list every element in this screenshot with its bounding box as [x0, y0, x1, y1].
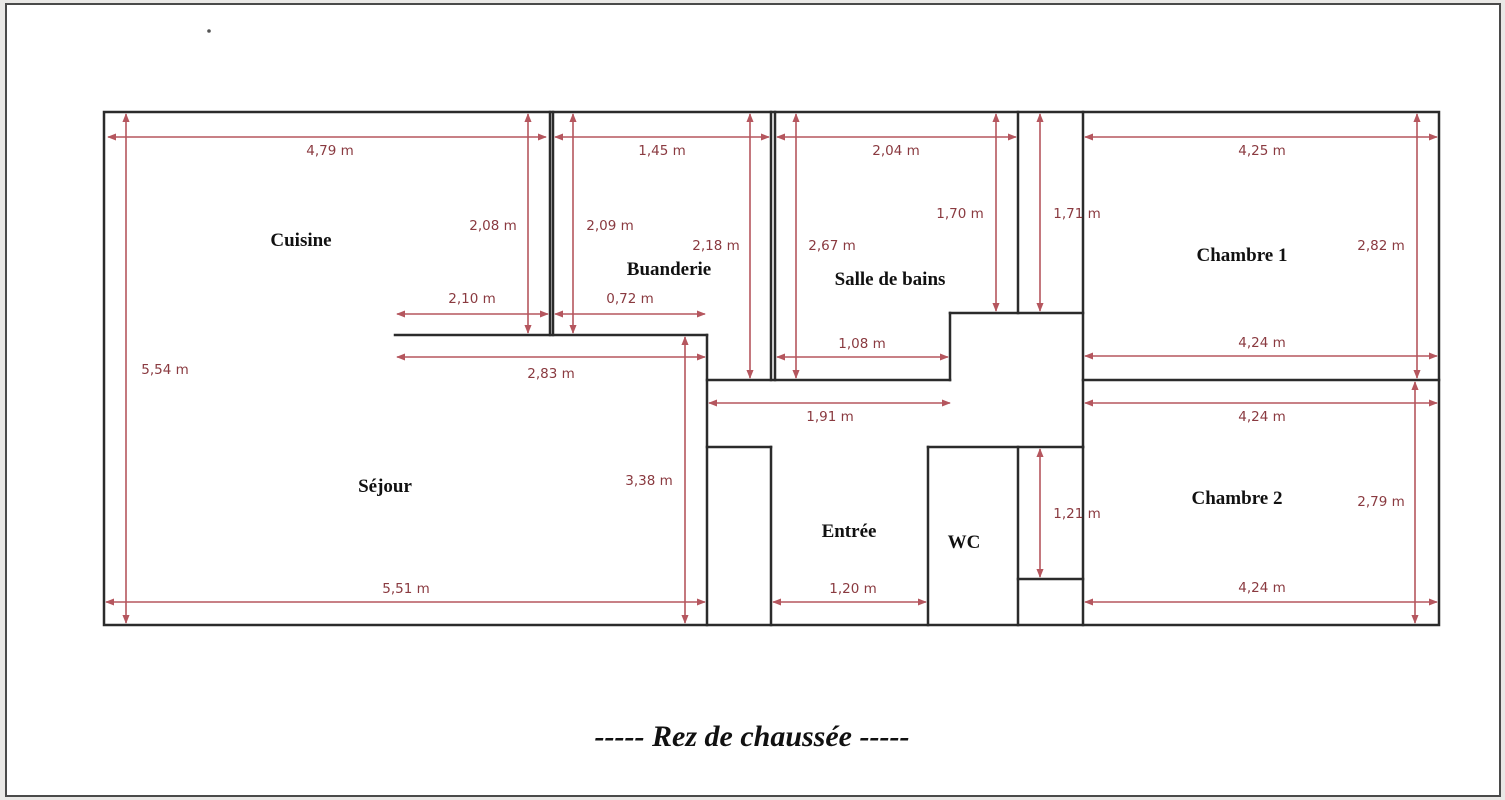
room-label-chambre1: Chambre 1: [1197, 245, 1288, 266]
dim-label-sejour-right: 3,38 m: [625, 473, 673, 489]
dim-label-entree-width: 1,20 m: [829, 581, 877, 597]
floor-caption: ----- Rez de chaussée -----: [595, 720, 910, 753]
room-label-chambre2: Chambre 2: [1192, 488, 1283, 509]
dim-label-sejour-top: 2,83 m: [527, 366, 575, 382]
dim-label-cuisine-depth: 2,08 m: [469, 218, 517, 234]
dim-label-chambre1-depth: 2,82 m: [1357, 238, 1405, 254]
room-label-cuisine: Cuisine: [270, 230, 331, 251]
dim-label-buanderie-depth2: 2,18 m: [692, 238, 740, 254]
room-label-wc: WC: [948, 532, 981, 553]
dim-label-sdb-width: 2,04 m: [872, 143, 920, 159]
room-labels: Cuisine Buanderie Salle de bains Chambre…: [270, 230, 1287, 553]
dim-label-sdb-depth-right: 1,70 m: [936, 206, 984, 222]
room-label-salle-de-bains: Salle de bains: [835, 269, 946, 290]
dim-label-chambre1-bottom: 4,24 m: [1238, 335, 1286, 351]
dim-label-cuisine-opening: 2,10 m: [448, 291, 496, 307]
dim-label-hall-width: 1,91 m: [806, 409, 854, 425]
dim-label-buanderie-depth: 2,09 m: [586, 218, 634, 234]
room-label-entree: Entrée: [822, 521, 877, 542]
paper-speck: [207, 29, 211, 33]
dim-label-cuisine-width: 4,79 m: [306, 143, 354, 159]
walls: [102, 110, 1441, 627]
dim-label-corridor-top: 1,71 m: [1053, 206, 1101, 222]
paper-frame: [5, 3, 1501, 797]
dimension-lines: [105, 113, 1438, 624]
dim-label-chambre2-top: 4,24 m: [1238, 409, 1286, 425]
dim-label-buanderie-opening: 0,72 m: [606, 291, 654, 307]
room-label-buanderie: Buanderie: [627, 259, 711, 280]
dim-label-sdb-bottom: 1,08 m: [838, 336, 886, 352]
dim-label-sejour-width: 5,51 m: [382, 581, 430, 597]
dim-label-total-height: 5,54 m: [141, 362, 189, 378]
dimension-labels: 4,79 m 2,08 m 2,10 m 1,45 m 2,09 m 2,18 …: [141, 143, 1405, 597]
dim-label-wc-side: 1,21 m: [1053, 506, 1101, 522]
room-label-sejour: Séjour: [358, 476, 412, 497]
dim-label-chambre2-depth: 2,79 m: [1357, 494, 1405, 510]
dim-label-buanderie-width: 1,45 m: [638, 143, 686, 159]
dim-label-sdb-depth-left: 2,67 m: [808, 238, 856, 254]
dim-label-chambre2-bottom: 4,24 m: [1238, 580, 1286, 596]
dim-label-chambre1-width: 4,25 m: [1238, 143, 1286, 159]
